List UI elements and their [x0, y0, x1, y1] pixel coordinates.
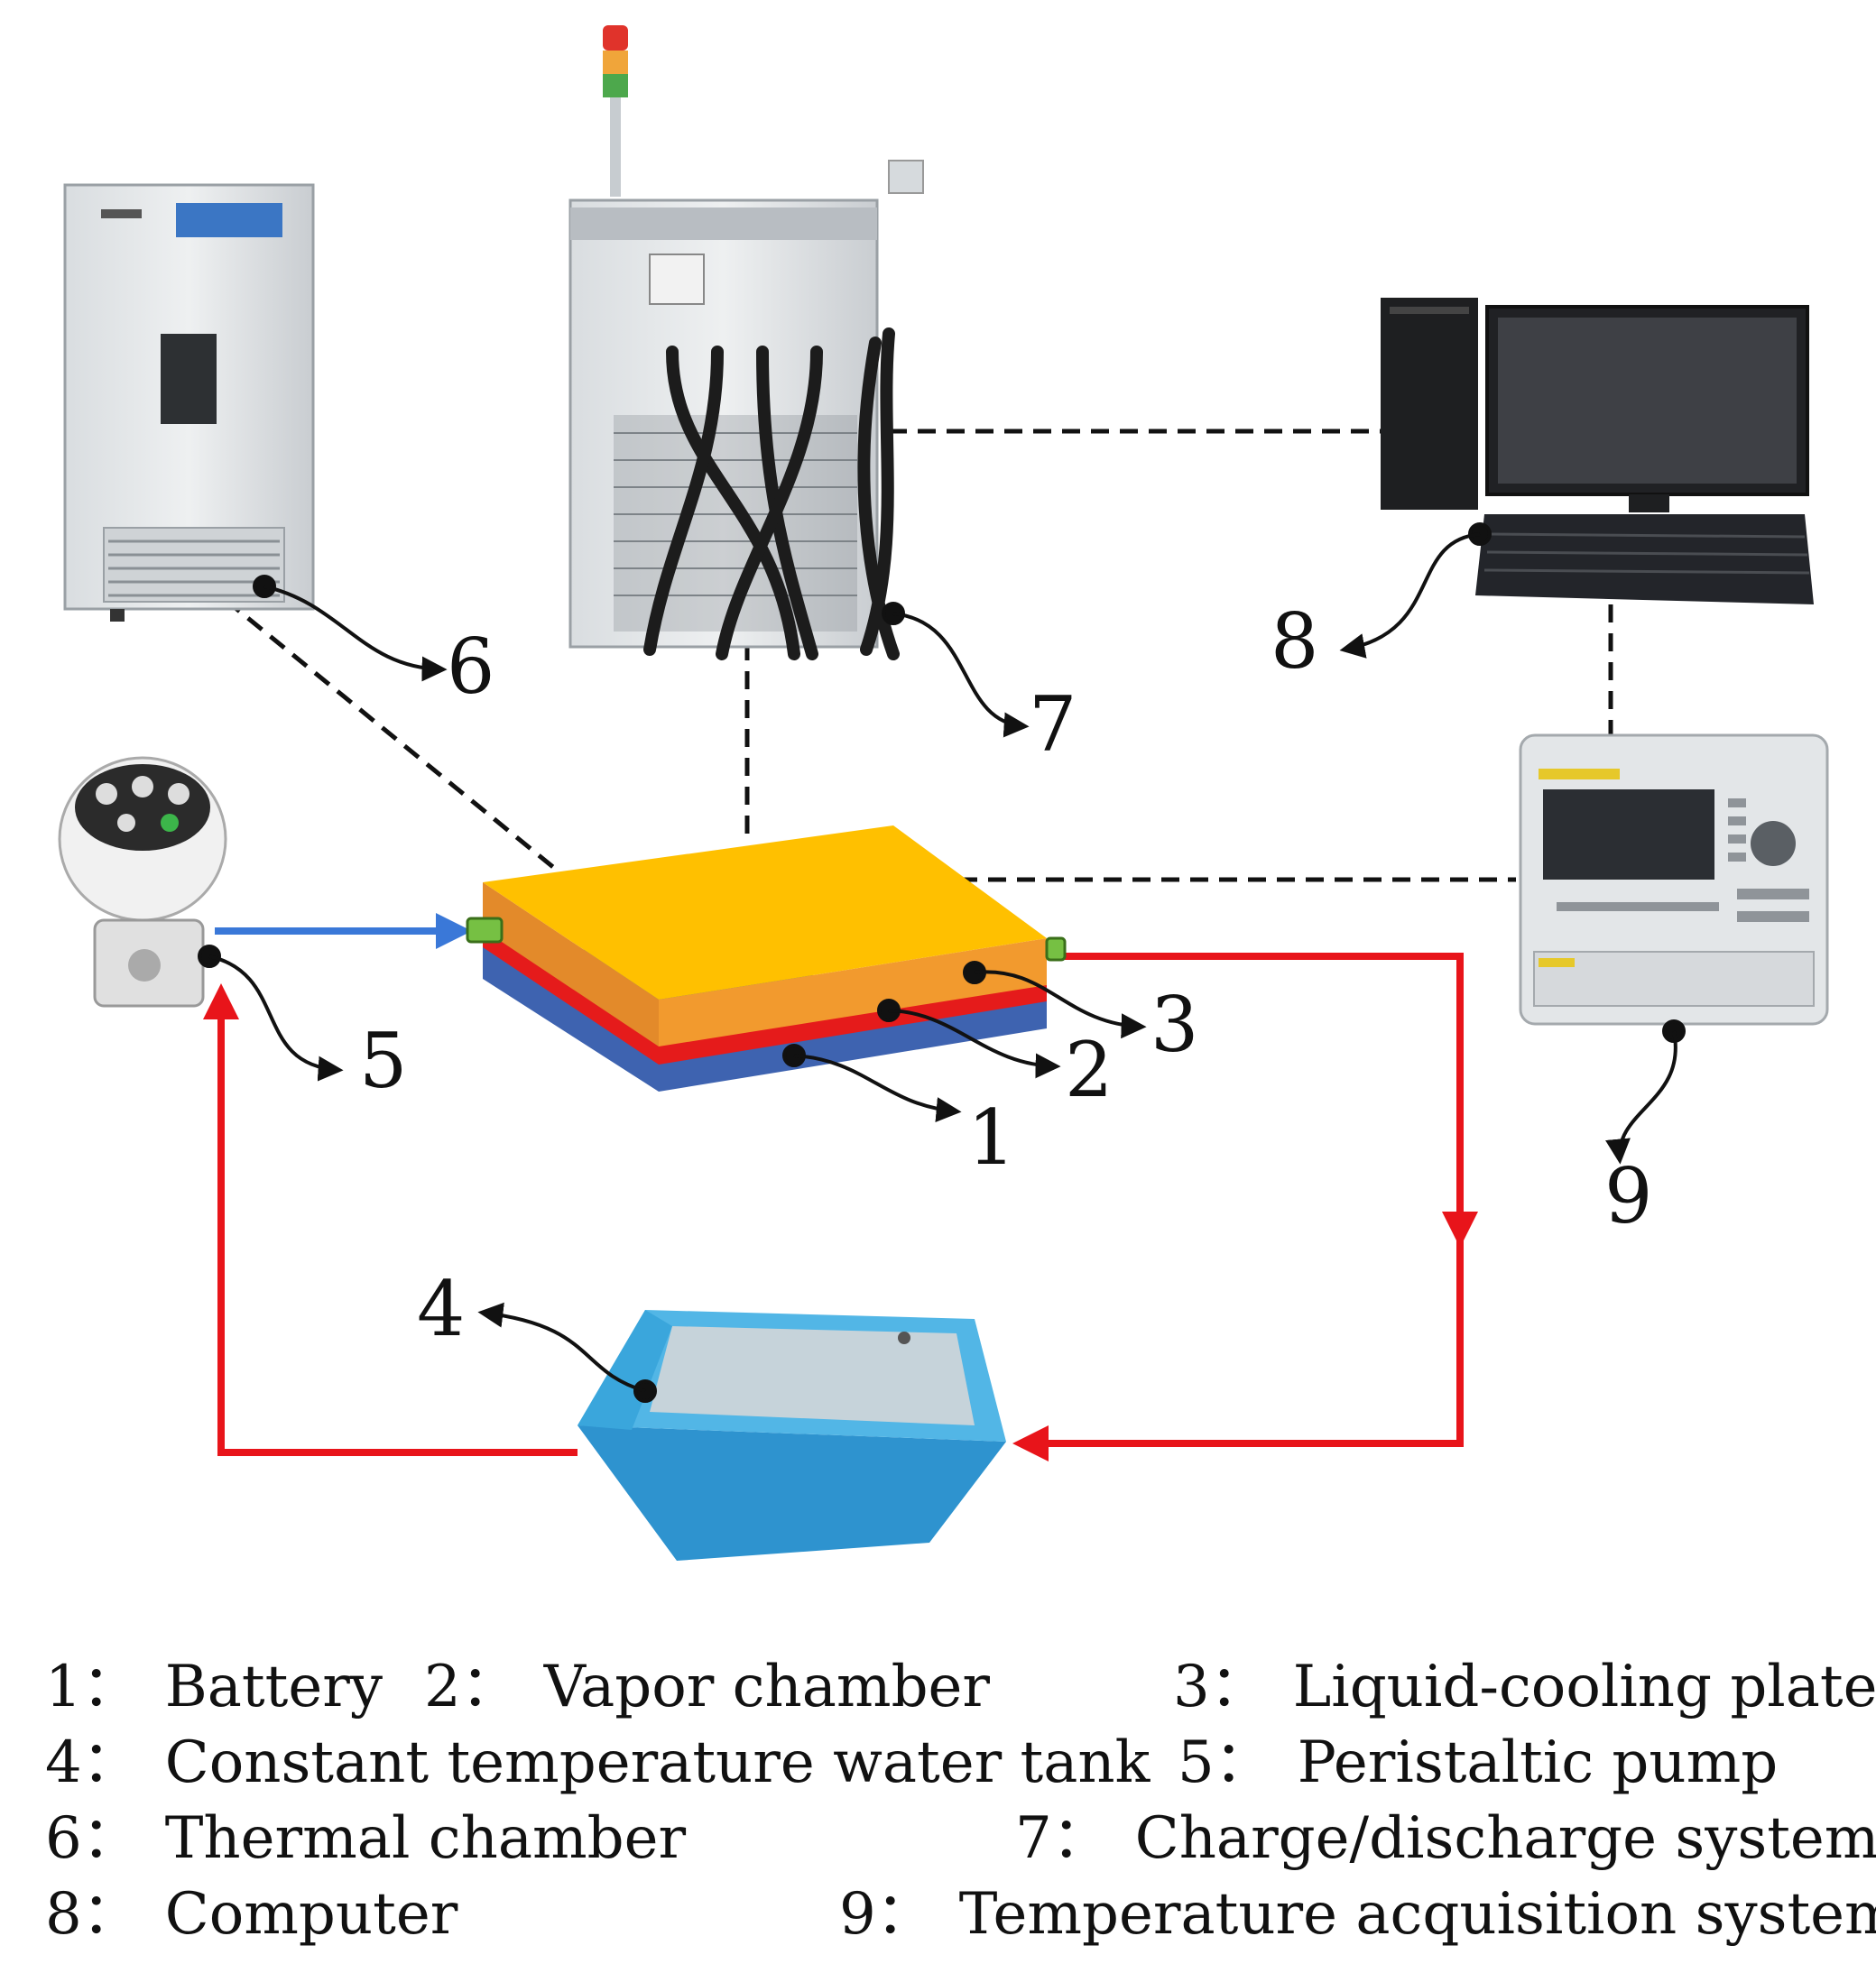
- pump-supply-line: [203, 983, 578, 1456]
- legend-number: 1: [45, 1654, 82, 1720]
- signal-lines: [224, 429, 1613, 882]
- legend-item-1: 1：Battery: [45, 1654, 383, 1720]
- callout-3: 3: [1151, 981, 1198, 1069]
- legend-item-8: 8：Computer: [45, 1881, 458, 1948]
- callout-8: 8: [1271, 597, 1318, 686]
- legend-number: 7: [1015, 1805, 1052, 1872]
- callout-2: 2: [1065, 1026, 1113, 1114]
- legend-label: Temperature acquisition system: [958, 1881, 1876, 1948]
- cooling-plate-front: [483, 882, 659, 1046]
- callout-7: 7: [1029, 680, 1077, 769]
- legend-item-9: 9：Temperature acquisition system: [839, 1885, 1876, 1943]
- callout-5: 5: [359, 1017, 407, 1105]
- legend-label: Vapor chamber: [543, 1654, 990, 1720]
- water-tank: [578, 1310, 1006, 1561]
- legend-item-2: 2：Vapor chamber: [424, 1654, 990, 1720]
- legend-number: 5: [1178, 1729, 1215, 1796]
- charge-discharge-cabinet: [568, 25, 924, 660]
- legend-number: 4: [45, 1729, 82, 1796]
- callout-9: 9: [1604, 1152, 1652, 1240]
- legend-item-4: 4：Constant temperature water tank: [45, 1729, 1151, 1796]
- callout-leaders: [198, 522, 1686, 1403]
- legend-number: 9: [839, 1881, 876, 1948]
- legend-label: Constant temperature water tank: [164, 1729, 1151, 1796]
- callout-1: 1: [967, 1093, 1015, 1182]
- legend-label: Charge/discharge system: [1134, 1805, 1876, 1872]
- legend-label: Battery: [164, 1654, 383, 1720]
- computer: [1381, 298, 1814, 604]
- legend-label: Peristaltic pump: [1297, 1729, 1779, 1796]
- thermal-chamber: [63, 183, 315, 622]
- legend-label: Thermal chamber: [164, 1805, 687, 1872]
- cooling-plate-top: [483, 825, 1047, 1000]
- legend-item-3: 3：Liquid-cooling plate: [1173, 1654, 1876, 1720]
- legend-number: 3: [1173, 1654, 1210, 1720]
- legend-item-7: 7：Charge/discharge system: [1015, 1810, 1876, 1867]
- legend-label: Liquid-cooling plate: [1292, 1654, 1876, 1720]
- legend-label: Computer: [164, 1881, 458, 1948]
- legend-item-6: 6：Thermal chamber: [45, 1805, 687, 1872]
- vapor-chamber-layer: [483, 925, 1047, 1065]
- callout-numbers: 1 2 3 4 5 6 7 8 9: [359, 597, 1652, 1353]
- callout-6: 6: [447, 622, 494, 711]
- legend-number: 8: [45, 1881, 82, 1948]
- legend-item-5: 5：Peristaltic pump: [1178, 1729, 1779, 1796]
- cooling-plate-side: [659, 938, 1047, 1046]
- legend-number: 6: [45, 1805, 82, 1872]
- temperature-acquisition-system: [1519, 733, 1829, 1026]
- battery-module: [466, 825, 1067, 1092]
- peristaltic-pump: [58, 756, 227, 1008]
- callout-4: 4: [417, 1265, 465, 1353]
- coolant-loop: [203, 913, 1478, 1461]
- legend-number: 2: [424, 1654, 461, 1720]
